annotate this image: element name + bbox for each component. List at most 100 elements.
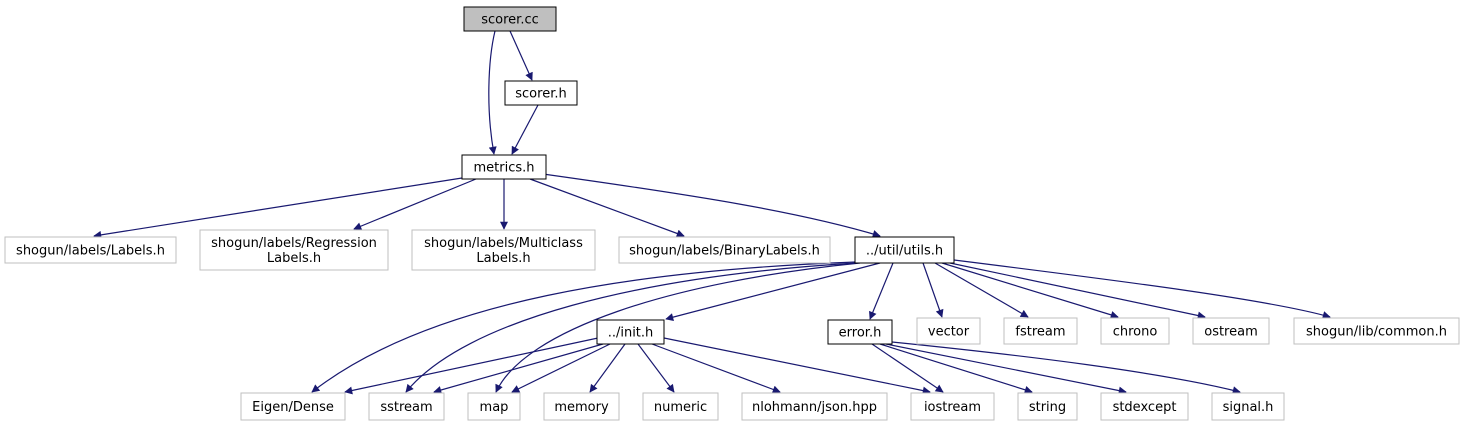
node-box xyxy=(199,229,389,271)
edge-arrow xyxy=(637,343,675,393)
edge-arrow xyxy=(879,343,1033,394)
node-label: signal.h xyxy=(1223,400,1274,415)
node-label: error.h xyxy=(839,326,882,341)
node-box xyxy=(1100,317,1170,345)
node-label: shogun/labels/Labels.h xyxy=(16,244,165,259)
edge-arrow xyxy=(353,178,477,230)
node-label: nlohmann/json.hpp xyxy=(752,400,877,415)
node-label: Labels.h xyxy=(267,251,321,266)
node-common-h: shogun/lib/common.h xyxy=(1293,317,1460,345)
nodes-layer: scorer.cc scorer.h metrics.h shogun/labels/… xyxy=(4,6,1460,421)
node-label: numeric xyxy=(654,400,707,415)
node-iostream: iostream xyxy=(910,392,995,421)
node-label: shogun/labels/Multiclass xyxy=(424,236,583,251)
edge-utils_h-to-common_h xyxy=(953,259,1331,319)
node-label: memory xyxy=(554,400,609,415)
node-eigen-dense: Eigen/Dense xyxy=(240,392,346,421)
edge-arrow xyxy=(311,261,857,393)
edge-arrow xyxy=(589,343,626,393)
edge-arrow xyxy=(934,262,1029,318)
node-box xyxy=(916,317,981,345)
node-label: Eigen/Dense xyxy=(252,400,334,415)
edge-arrow xyxy=(93,177,463,239)
node-box xyxy=(642,392,719,421)
edge-arrow xyxy=(869,262,894,320)
node-box xyxy=(1192,317,1270,345)
edge-arrow xyxy=(922,262,944,318)
edge-error_h-to-iostream xyxy=(871,343,944,393)
node-map: map xyxy=(467,392,521,421)
edge-arrow xyxy=(488,30,497,155)
edge-arrow xyxy=(529,178,685,238)
node-label: ../init.h xyxy=(608,326,654,341)
node-label: scorer.cc xyxy=(481,13,539,28)
node-scorer-h[interactable]: scorer.h xyxy=(504,80,578,106)
node-binary-h: shogun/labels/BinaryLabels.h xyxy=(618,236,831,264)
node-json-hpp: nlohmann/json.hpp xyxy=(741,392,888,421)
edges-layer xyxy=(93,30,1331,395)
edge-init_h-to-iostream xyxy=(663,337,931,395)
edge-utils_h-to-ostream xyxy=(949,262,1206,320)
edge-init_h-to-memory xyxy=(589,343,626,393)
edge-utils_h-to-chrono xyxy=(941,262,1119,319)
node-box xyxy=(504,80,578,106)
edge-arrow xyxy=(953,259,1331,319)
node-label: stdexcept xyxy=(1113,400,1177,415)
node-label: scorer.h xyxy=(515,87,566,102)
node-label: string xyxy=(1029,400,1066,415)
node-box xyxy=(368,392,445,421)
node-label: ../util/utils.h xyxy=(866,244,943,259)
edge-arrow xyxy=(663,337,931,395)
node-label: metrics.h xyxy=(473,161,534,176)
edge-metrics_h-to-utils_h xyxy=(542,173,881,238)
node-box xyxy=(741,392,888,421)
edge-metrics_h-to-binary_h xyxy=(529,178,685,238)
node-numeric: numeric xyxy=(642,392,719,421)
node-label: sstream xyxy=(380,400,432,415)
edge-utils_h-to-fstream xyxy=(934,262,1029,318)
edge-scorer_cc-to-scorer_h xyxy=(509,30,533,81)
edge-arrow xyxy=(885,343,1127,395)
node-box xyxy=(461,154,547,180)
node-box xyxy=(463,6,557,32)
node-chrono: chrono xyxy=(1100,317,1170,345)
edge-metrics_h-to-regression_h xyxy=(353,178,477,230)
edge-init_h-to-json_hpp xyxy=(651,343,781,394)
node-box xyxy=(827,319,893,345)
edge-arrow xyxy=(511,343,611,393)
edge-arrow xyxy=(542,173,881,238)
edge-error_h-to-signal_h xyxy=(891,341,1241,395)
node-box xyxy=(618,236,831,264)
node-box xyxy=(543,392,620,421)
node-utils-h[interactable]: ../util/utils.h xyxy=(854,236,955,264)
node-fstream: fstream xyxy=(1003,317,1078,345)
node-box xyxy=(467,392,521,421)
node-scorer-cc[interactable]: scorer.cc xyxy=(463,6,557,32)
node-init-h[interactable]: ../init.h xyxy=(596,319,665,345)
node-box xyxy=(1211,392,1285,421)
node-box xyxy=(240,392,346,421)
node-box xyxy=(1293,317,1460,345)
edge-arrow xyxy=(651,343,781,394)
edge-scorer_h-to-metrics_h xyxy=(511,104,539,155)
edge-utils_h-to-eigen_dense xyxy=(311,261,857,393)
node-error-h[interactable]: error.h xyxy=(827,319,893,345)
edge-arrow xyxy=(941,262,1119,319)
edge-error_h-to-stdexcept xyxy=(885,343,1127,395)
edge-metrics_h-to-labels_h xyxy=(93,177,463,239)
node-sstream: sstream xyxy=(368,392,445,421)
node-string: string xyxy=(1017,392,1078,421)
node-label: shogun/labels/Regression xyxy=(211,236,377,251)
node-label: chrono xyxy=(1113,325,1158,340)
edge-arrow xyxy=(871,343,944,393)
edge-utils_h-to-map xyxy=(495,262,861,393)
node-box xyxy=(1003,317,1078,345)
node-stdexcept: stdexcept xyxy=(1100,392,1189,421)
node-metrics-h[interactable]: metrics.h xyxy=(461,154,547,180)
node-vector: vector xyxy=(916,317,981,345)
node-box xyxy=(1017,392,1078,421)
edge-arrow xyxy=(511,104,539,155)
node-memory: memory xyxy=(543,392,620,421)
